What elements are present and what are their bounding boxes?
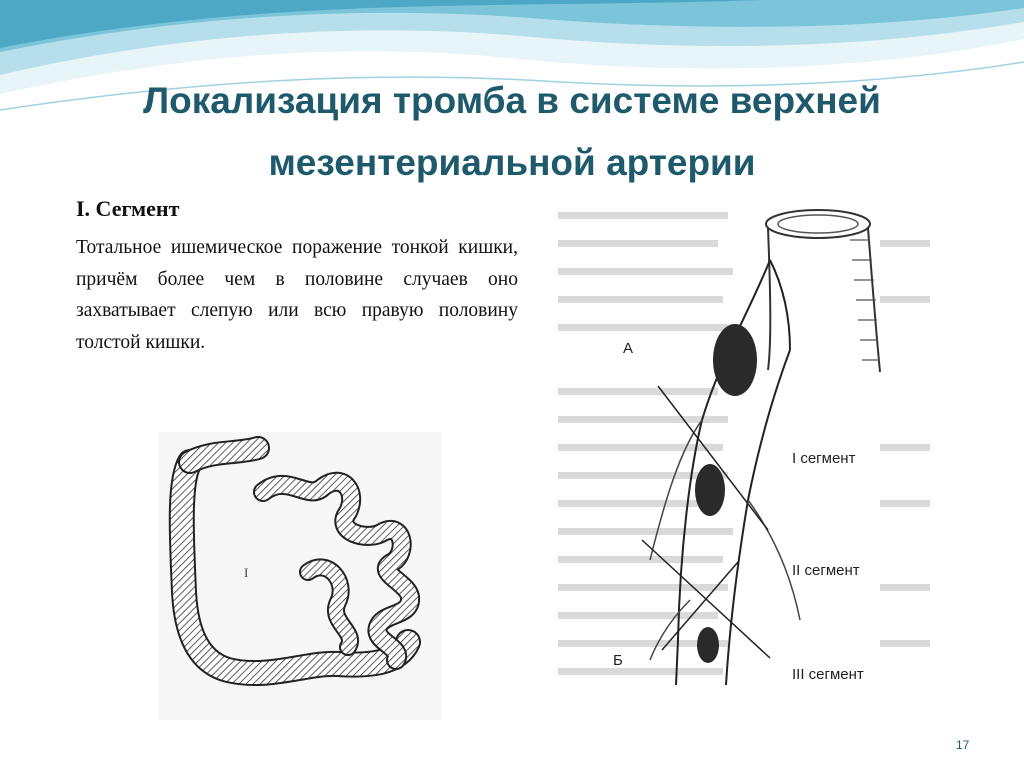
segment-2-label: II сегмент xyxy=(792,562,860,579)
label-b: Б xyxy=(613,652,623,669)
segment-1-label: I сегмент xyxy=(792,450,855,467)
slide-title-line-2: мезентериальной артерии xyxy=(40,132,984,194)
segment-description: Тотальное ишемическое поражение тонкой к… xyxy=(76,232,518,358)
segment-heading: I. Сегмент xyxy=(76,196,179,222)
label-a: А xyxy=(623,340,633,357)
slide-title-line-1: Локализация тромба в системе верхней xyxy=(40,70,984,132)
slide-title: Локализация тромба в системе верхней мез… xyxy=(40,70,984,194)
intestine-illustration: I xyxy=(158,432,442,720)
intestine-mark: I xyxy=(244,565,248,580)
artery-illustration: А Б I сегмент II сегмент III сегмент xyxy=(550,200,935,700)
segment-3-label: III сегмент xyxy=(792,666,864,683)
page-number: 17 xyxy=(956,738,969,752)
